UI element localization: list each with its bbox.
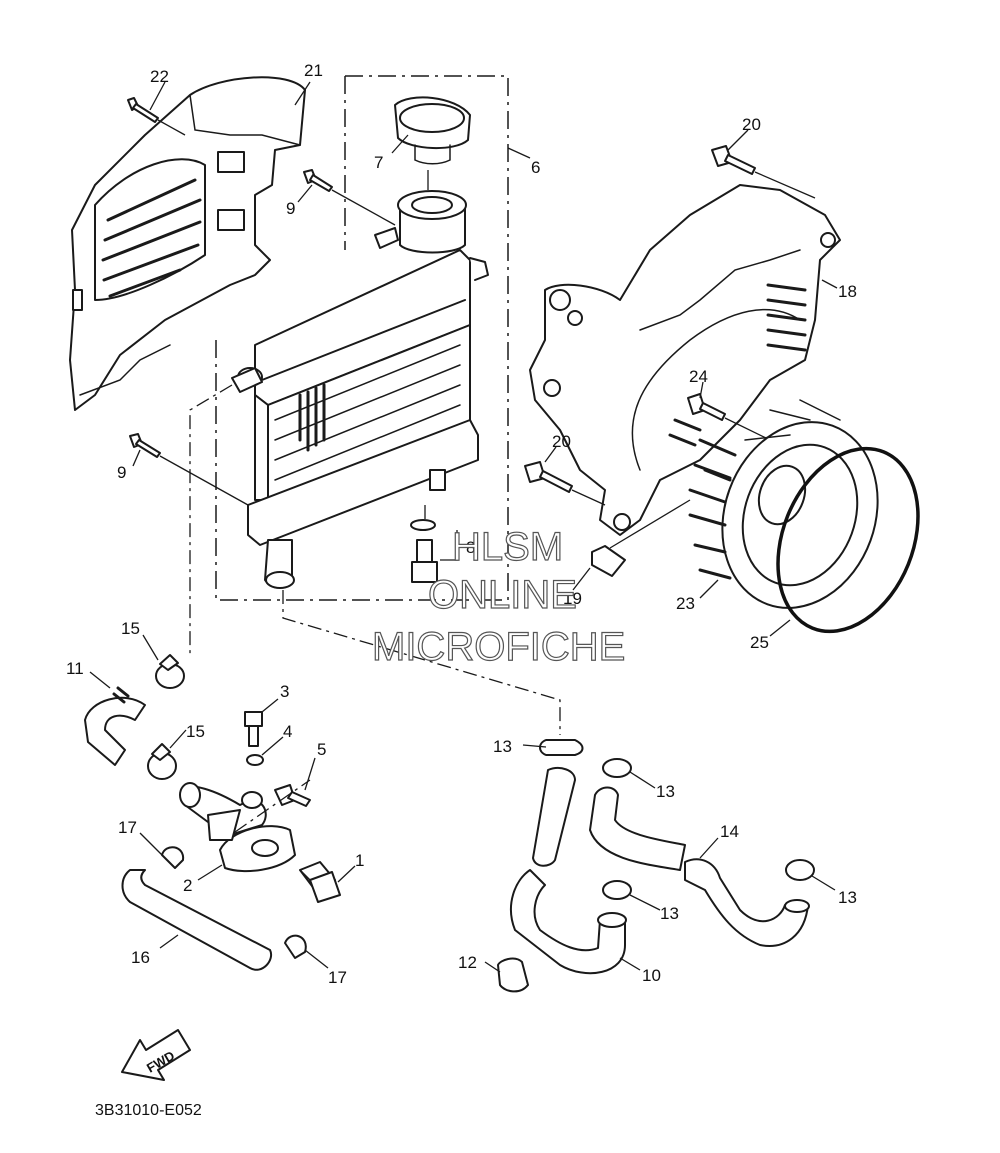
callout-1: 1	[355, 851, 364, 870]
callout-9-upper: 9	[286, 199, 295, 218]
radiator-assembly-box	[215, 75, 509, 601]
callout-2: 2	[183, 876, 192, 895]
callout-5: 5	[317, 740, 326, 759]
hose-clamp-part-13-a[interactable]	[539, 739, 584, 756]
callout-16: 16	[131, 948, 150, 967]
bolt-part-5[interactable]	[274, 784, 311, 807]
hose-clamp-part-17-lower[interactable]	[284, 934, 307, 959]
connection-line-upper-hose	[189, 384, 233, 655]
callout-25: 25	[750, 633, 769, 652]
watermark-line-3: MICROFICHE	[372, 625, 625, 669]
callout-20-upper: 20	[742, 115, 761, 134]
hose-part-11[interactable]	[84, 686, 146, 766]
callout-6: 6	[531, 158, 540, 177]
radiator-cap-part-7[interactable]	[394, 96, 471, 165]
callout-18: 18	[838, 282, 857, 301]
radiator-part-6[interactable]	[231, 190, 489, 589]
hose-clamp-part-15-upper[interactable]	[155, 654, 185, 689]
drain-bolt-part-8[interactable]	[410, 519, 438, 583]
callout-13-d: 13	[838, 888, 857, 907]
callout-15-lower: 15	[186, 722, 205, 741]
bolt-part-22[interactable]	[127, 97, 186, 136]
callout-13-c: 13	[660, 904, 679, 923]
callout-12: 12	[458, 953, 477, 972]
bolt-part-3[interactable]	[244, 711, 263, 747]
washer-part-4[interactable]	[246, 754, 264, 766]
callout-7: 7	[374, 153, 383, 172]
callout-23: 23	[676, 594, 695, 613]
callout-14: 14	[720, 822, 739, 841]
connection-line-lower-hose	[282, 590, 561, 735]
callout-11: 11	[66, 659, 84, 678]
impeller-cover-part-23[interactable]	[688, 399, 903, 630]
leader-lines	[89, 81, 838, 973]
clip-part-19[interactable]	[591, 499, 691, 577]
callout-24: 24	[689, 367, 708, 386]
fwd-arrow-icon: FWD	[121, 1029, 191, 1081]
callout-4: 4	[283, 722, 292, 741]
callout-19: 19	[563, 589, 582, 608]
hose-part-14[interactable]	[589, 786, 810, 947]
bolt-part-20-upper[interactable]	[711, 145, 816, 199]
hose-clamp-part-15-lower[interactable]	[147, 743, 177, 780]
diagram-code: 3B31010-E052	[95, 1102, 202, 1119]
o-ring-part-25[interactable]	[752, 428, 944, 653]
hose-clamp-part-13-c[interactable]	[602, 880, 632, 900]
temp-sensor-part-1[interactable]	[299, 861, 341, 903]
hose-part-10[interactable]	[510, 767, 627, 975]
callout-3: 3	[280, 682, 289, 701]
bolt-part-9-upper[interactable]	[303, 169, 396, 226]
hose-clamp-part-17-upper[interactable]	[161, 846, 185, 869]
callout-17-upper: 17	[118, 818, 137, 837]
callout-21: 21	[304, 61, 323, 80]
hose-clamp-part-13-b[interactable]	[602, 758, 632, 778]
callout-13-b: 13	[656, 782, 675, 801]
pump-housing-part-18[interactable]	[529, 184, 841, 536]
callout-17-lower: 17	[328, 968, 347, 987]
callout-13-a: 13	[493, 737, 512, 756]
hose-clamp-part-13-d[interactable]	[785, 859, 815, 881]
radiator-cover-part-21[interactable]	[69, 76, 306, 411]
clip-part-12[interactable]	[497, 957, 529, 993]
bolt-part-20-lower[interactable]	[524, 461, 606, 506]
callout-8: 8	[466, 538, 475, 557]
callout-10: 10	[642, 966, 661, 985]
watermark: HLSM ONLINE MICROFICHE	[371, 524, 626, 669]
watermark-line-1: HLSM	[452, 525, 563, 569]
bolt-part-9-lower[interactable]	[129, 433, 249, 506]
callout-15-upper: 15	[121, 619, 140, 638]
hose-part-16[interactable]	[121, 869, 273, 971]
bolt-part-24[interactable]	[687, 393, 771, 441]
callout-9-lower: 9	[117, 463, 126, 482]
watermark-line-2: ONLINE	[428, 573, 577, 617]
callout-20-lower: 20	[552, 432, 571, 451]
callout-22: 22	[150, 67, 169, 86]
